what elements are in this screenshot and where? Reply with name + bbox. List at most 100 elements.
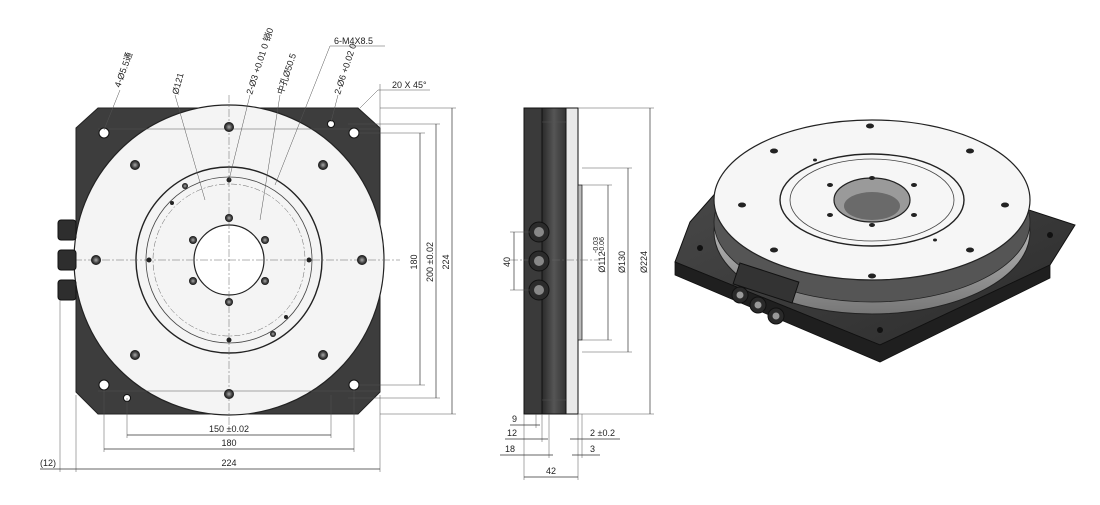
hole [91,255,101,265]
inner-ring-holes [146,177,312,343]
iso-base-hole [877,327,883,333]
hole [911,183,917,187]
hole [261,236,269,244]
dim-9: 9 [512,414,517,424]
callout-through-50: 中孔Ø50.5 [274,52,298,96]
hole [189,236,197,244]
hole [318,160,328,170]
iso-inner-ring [779,153,965,247]
hole [98,127,110,139]
hole [911,213,917,217]
side-boss [577,184,583,341]
gland [57,219,77,241]
dim-224-v: 224 [441,254,451,269]
hole [98,379,110,391]
dim-180-h: 180 [221,438,236,448]
callout-pin-3: 2-Ø3 +0.01 0 销0 [243,26,275,95]
front-view: 150 ±0.02 180 224 (12) 180 200 ±0.02 224… [40,26,456,472]
hole [357,255,367,265]
hole [348,379,360,391]
iso-base-side [674,261,1051,363]
hole [770,148,778,154]
hole [966,148,974,154]
callout-pin-6: 2-Ø6 +0.02 0 [332,42,358,95]
hole [170,201,174,205]
isometric-view [674,119,1076,363]
hole [869,223,875,227]
callout-121: Ø121 [170,72,185,96]
gland-body [732,262,800,304]
hole [738,202,746,208]
hole [146,257,152,263]
side-face [565,107,579,415]
gland [736,291,744,299]
hole [869,176,875,180]
dim-42: 42 [546,466,556,476]
hole [225,214,233,222]
gland [534,285,544,295]
side-bottom-dims: 9 12 18 42 2 ±0.2 3 [500,414,620,480]
hole [130,350,140,360]
iso-bore-inner [844,192,900,220]
gland [534,227,544,237]
outer-mount-holes [91,122,367,399]
bottom-dimensions: 150 ±0.02 180 224 (12) [40,300,381,472]
hole [224,389,234,399]
iso-base-hole [697,245,703,251]
dim-130: Ø130 [617,251,627,273]
hole [130,160,140,170]
hole [261,277,269,285]
dim-224-dia: Ø224 [639,251,649,273]
gland [534,256,544,266]
gland [772,312,780,320]
hole [189,277,197,285]
dim-40: 40 [502,257,512,267]
dim-12: (12) [40,458,56,468]
pin-hole [327,120,335,128]
callout-leaders [103,45,430,221]
hole [306,257,312,263]
base-corner-holes [98,120,360,402]
side-view: 40 Ø112 -0.03 -0.06 Ø130 Ø224 [500,107,654,480]
dim-112: Ø112 [597,251,607,272]
hole [318,350,328,360]
iso-top-holes [738,123,1009,279]
gland [57,249,77,271]
hole [813,158,817,162]
hole [348,127,360,139]
dim-2: 2 ±0.2 [590,428,615,438]
dim-200-v: 200 ±0.02 [425,242,435,282]
hole [182,183,188,189]
dim-3: 3 [590,444,595,454]
callout-holes-4: 4-Ø5.5通 [112,51,134,89]
hole [226,337,232,343]
gland [754,301,762,309]
hole [225,298,233,306]
side-vertical-dims: 40 Ø112 -0.03 -0.06 Ø130 Ø224 [502,107,654,415]
dim-12-side: 12 [507,428,517,438]
hole [224,122,234,132]
callout-chamfer: 20 X 45° [392,80,427,90]
hole [933,238,937,242]
iso-glands [731,262,800,325]
side-glands [528,221,550,301]
dim-150: 150 ±0.02 [209,424,249,434]
dim-224-h: 224 [221,458,236,468]
gland [57,279,77,301]
hole [770,247,778,253]
hole [827,213,833,217]
hole [270,331,276,337]
right-dimensions: 180 200 ±0.02 224 [348,107,456,415]
hole [966,247,974,253]
callout-tap-m4: 6-M4X8.5 [334,36,373,46]
dim-18: 18 [505,444,515,454]
hole [868,273,876,279]
iso-base-hole [1047,232,1053,238]
hole [827,183,833,187]
cable-glands [57,219,77,301]
hole [1001,202,1009,208]
hole [284,315,288,319]
dim-112-tol-lower: -0.06 [599,237,606,253]
